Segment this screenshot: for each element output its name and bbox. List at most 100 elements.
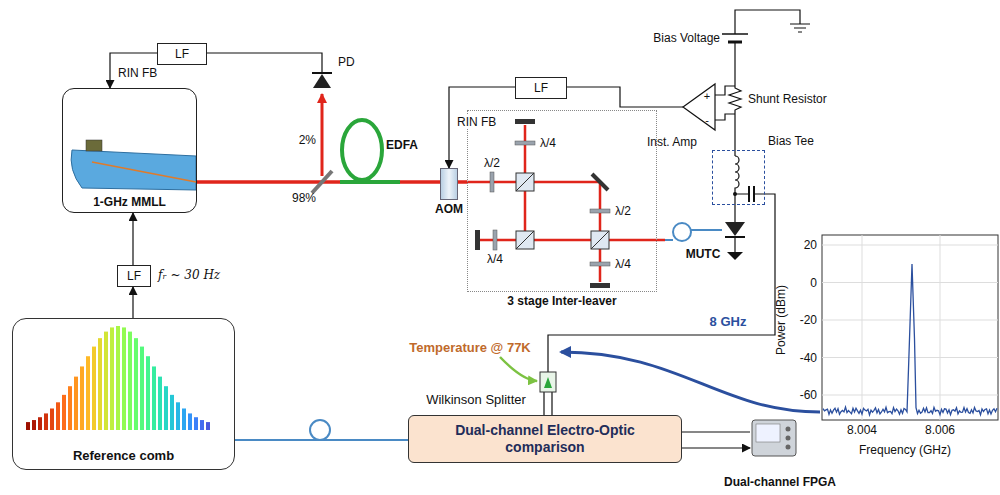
axis-title: Power (dBm) (774, 285, 788, 355)
tick-label: -20 (800, 313, 817, 327)
interleaver-optics (467, 119, 665, 288)
connector (132, 287, 133, 318)
temperature-arrow (500, 357, 537, 381)
tick-label: 0 (810, 276, 817, 290)
waveplate-label: λ/4 (615, 257, 631, 271)
comb-line (98, 338, 102, 430)
node-text: Bias Tee (768, 134, 814, 148)
waveplate-label: λ/2 (484, 156, 500, 170)
comb-line (206, 422, 210, 430)
comb-line (56, 402, 60, 430)
comparison-box: Dual-channel Electro-Optic comparison (408, 415, 682, 463)
ratio-label: 98% (292, 191, 316, 205)
laser-chip (71, 140, 196, 190)
comb-line (164, 386, 168, 430)
connector (132, 213, 133, 265)
comb-line (152, 366, 156, 430)
connector (449, 87, 515, 168)
comb-line (80, 366, 84, 430)
comb-line (170, 395, 174, 430)
splitter-label: Wilkinson Splitter (426, 393, 526, 407)
comb-line (110, 327, 114, 430)
comb-line (158, 377, 162, 430)
waveplate-label: λ/4 (540, 136, 556, 150)
comb-line (74, 377, 78, 430)
fiber-coil (310, 420, 330, 440)
comb-line (62, 395, 66, 430)
feedback-label: RIN FB (117, 66, 158, 80)
pin-label: + (704, 89, 710, 103)
amplifier-label: Inst. Amp (647, 135, 697, 149)
temperature-label: Temperature @ 77K (409, 341, 531, 355)
source-label: Bias Voltage (653, 31, 720, 45)
comb-line (32, 420, 36, 430)
ratio-label: 2% (299, 133, 316, 147)
frequency-label: fᵣ ~ 30 Hz (158, 268, 220, 282)
comb-line (92, 347, 96, 430)
node-text: 1-GHz MMLL (93, 195, 166, 209)
loop-filter: LF (117, 265, 151, 287)
comb-line (134, 338, 138, 430)
connector (458, 180, 467, 184)
comb-line (188, 413, 192, 430)
fpga-icon (752, 420, 796, 456)
loop-filter: LF (515, 77, 567, 99)
spectrum-plot (822, 235, 998, 420)
tick-label: 20 (804, 238, 817, 252)
photodiode-label: MUTC (686, 247, 721, 261)
node-text: LF (127, 269, 141, 283)
node-text: AOM (435, 202, 463, 216)
spectrum-pointer (561, 352, 820, 412)
beam-splitter (312, 171, 332, 193)
grid-line (822, 395, 998, 396)
tick-label: -60 (800, 388, 817, 402)
waveplate-label: λ/4 (487, 252, 503, 266)
pin-label: - (705, 113, 709, 127)
node-text: Reference comb (73, 448, 174, 463)
comb-line (68, 386, 72, 430)
loop-filter: LF (157, 43, 207, 65)
comb-line (38, 417, 42, 430)
junction-dot (733, 192, 737, 196)
spectrum-trace (823, 264, 997, 415)
grid-line (862, 235, 863, 420)
aom-box: AOM (440, 168, 458, 200)
comb-line (50, 408, 54, 430)
tick-label: 8.006 (925, 423, 955, 437)
comb-line (140, 347, 144, 430)
resistor-label: Shunt Resistor (748, 92, 827, 106)
node-text: Dual-channel Electro-Optic comparison (419, 422, 671, 456)
comb-line (122, 327, 126, 430)
comb-line (182, 408, 186, 430)
comb-line (26, 422, 30, 430)
bias-tee-box: Bias Tee (712, 150, 765, 205)
reference-comb-box: Reference comb (12, 318, 235, 470)
ground-symbol (727, 252, 743, 260)
amplifier-label: EDFA (386, 138, 418, 152)
tick-label: -40 (800, 351, 817, 365)
node-text: LF (175, 47, 189, 61)
waveplate-label: λ/2 (615, 204, 631, 218)
comb-line (44, 413, 48, 430)
comb-lines (26, 326, 210, 430)
grid-line (940, 235, 941, 420)
mutc-photodiode (725, 222, 745, 236)
frequency-label: 8 GHz (710, 315, 747, 329)
axis-title: Frequency (GHz) (859, 443, 951, 457)
comb-line (116, 326, 120, 430)
comb-line (200, 420, 204, 430)
detector-label: PD (338, 55, 355, 69)
tap-beam (321, 94, 324, 176)
comb-line (194, 417, 198, 430)
comb-line (104, 332, 108, 430)
comb-line (128, 332, 132, 430)
comb-line (176, 402, 180, 430)
node-text: LF (534, 81, 548, 95)
grid-line (822, 282, 998, 283)
tick-label: 8.004 (847, 423, 877, 437)
node-text: 3 stage Inter-leaver (507, 294, 616, 308)
wilkinson-splitter (540, 372, 556, 392)
feedback-label: RIN FB (456, 115, 497, 129)
comb-line (146, 356, 150, 430)
